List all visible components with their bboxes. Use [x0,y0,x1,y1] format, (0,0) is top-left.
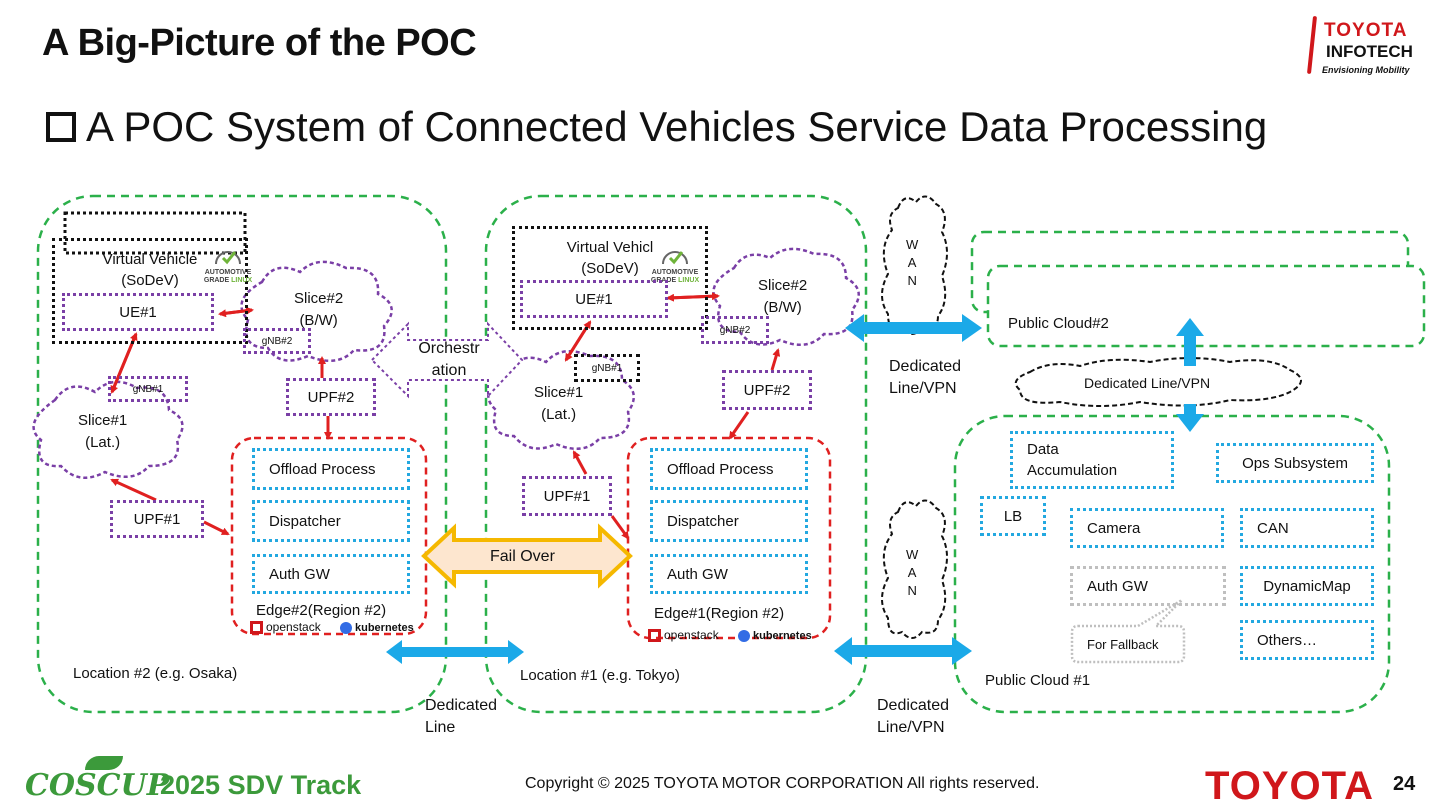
upf1-loc1: UPF#1 [522,476,612,516]
gnb2-loc2: gNB#2 [243,328,311,354]
upf2-loc2: UPF#2 [286,378,376,416]
location2-label: Location #2 (e.g. Osaka) [73,665,238,682]
toyota-logo: TOYOTA [1205,764,1374,808]
copyright-text: Copyright © 2025 TOYOTA MOTOR CORPORATIO… [525,775,1040,792]
ue1-loc1: UE#1 [520,280,668,318]
can-box: CAN [1240,508,1374,548]
slice2-cloud-loc2 [240,260,393,363]
orchestration-arrow [370,321,524,399]
slice1-label-loc2: Slice#1 (Lat.) [78,412,128,451]
slice2-label-loc1: Slice#2 (B/W) [758,277,808,316]
upf2-loc1: UPF#2 [722,370,812,410]
location2-container [36,194,448,714]
orchestration-label: Orchestr ation [418,340,480,379]
openstack-logo-loc1: openstack [648,628,719,642]
wan-top-label: W A N [906,237,919,288]
public-cloud2-container [986,264,1426,348]
ops-subsystem-box: Ops Subsystem [1216,443,1374,483]
track-label: 2025 SDV Track [160,770,362,800]
slice1-cloud-loc2 [32,380,184,479]
wan-bottom-label: W A N [906,547,919,598]
edge2-offload-process: Offload Process [252,448,410,490]
page-subtitle: A POC System of Connected Vehicles Servi… [46,103,1267,151]
gnb2-loc1: gNB#2 [701,316,769,344]
slice2-label-loc2: Slice#2 (B/W) [294,290,344,329]
blue-link-arrows [386,314,1204,665]
public-cloud1-label: Public Cloud #1 [985,672,1091,689]
kubernetes-logo-loc2: kubernetes [340,622,414,634]
wan-bottom-cloud [881,499,948,639]
edge1-offload-process: Offload Process [650,448,808,490]
edge2-auth-gw: Auth GW [252,554,410,594]
lb-box: LB [980,496,1046,536]
fallback-callout [1070,598,1186,664]
coscup-logo: COSCUP [25,756,169,803]
subtitle-text: A POC System of Connected Vehicles Servi… [86,103,1268,150]
square-bullet-icon [46,112,76,142]
data-accumulation-box: Data Accumulation [1010,431,1174,489]
cloud-vpn-label: Dedicated Line/VPN [1084,375,1211,391]
edge2-label: Edge#2(Region #2) [256,602,387,619]
camera-box: Camera [1070,508,1224,548]
public-cloud2-label: Public Cloud#2 [1008,315,1109,332]
failover-arrow [421,523,633,589]
auth-gw-cloud-box: Auth GW [1070,566,1226,606]
dedicated-vpn-top-label: Dedicated Line/VPN [889,358,962,397]
dedicated-vpn-bottom-label: Dedicated Line/VPN [877,697,950,736]
slice1-cloud-loc1 [487,349,635,451]
fallback-label: For Fallback [1087,637,1159,652]
slice1-label-loc1: Slice#1 (Lat.) [534,384,584,423]
edge1-label: Edge#1(Region #2) [654,605,785,622]
failover-label: Fail Over [490,548,555,565]
public-cloud1-container [953,414,1391,714]
page-title: A Big-Picture of the POC [42,22,477,64]
location1-container [484,194,868,714]
gnb1-loc1: gNB#1 [574,354,640,382]
edge1-auth-gw: Auth GW [650,554,808,594]
edge1-dispatcher: Dispatcher [650,500,808,542]
gnb1-loc2: gNB#1 [108,376,188,402]
page-number: 24 [1393,773,1416,795]
dedicated-line-label: Dedicated Line [425,697,498,736]
virtual-vehicle-loc2: Virtual Vehicle (SoDeV) [52,238,248,344]
location1-label: Location #1 (e.g. Tokyo) [520,667,680,684]
edge2-dispatcher: Dispatcher [252,500,410,542]
openstack-logo-loc2: openstack [250,620,321,634]
dynamicmap-box: DynamicMap [1240,566,1374,606]
toyota-infotech-logo: TOYOTA INFOTECH Envisioning Mobility [1306,10,1426,80]
ue1-loc2: UE#1 [62,293,214,331]
kubernetes-logo-loc1: kubernetes [738,630,812,642]
others-box: Others… [1240,620,1374,660]
virtual-vehicle-loc1: Virtual Vehicl (SoDeV) [512,226,708,330]
cloud-vpn-cloud [1014,357,1302,407]
upf1-loc2: UPF#1 [110,500,204,538]
slice2-cloud-loc1 [712,247,860,347]
